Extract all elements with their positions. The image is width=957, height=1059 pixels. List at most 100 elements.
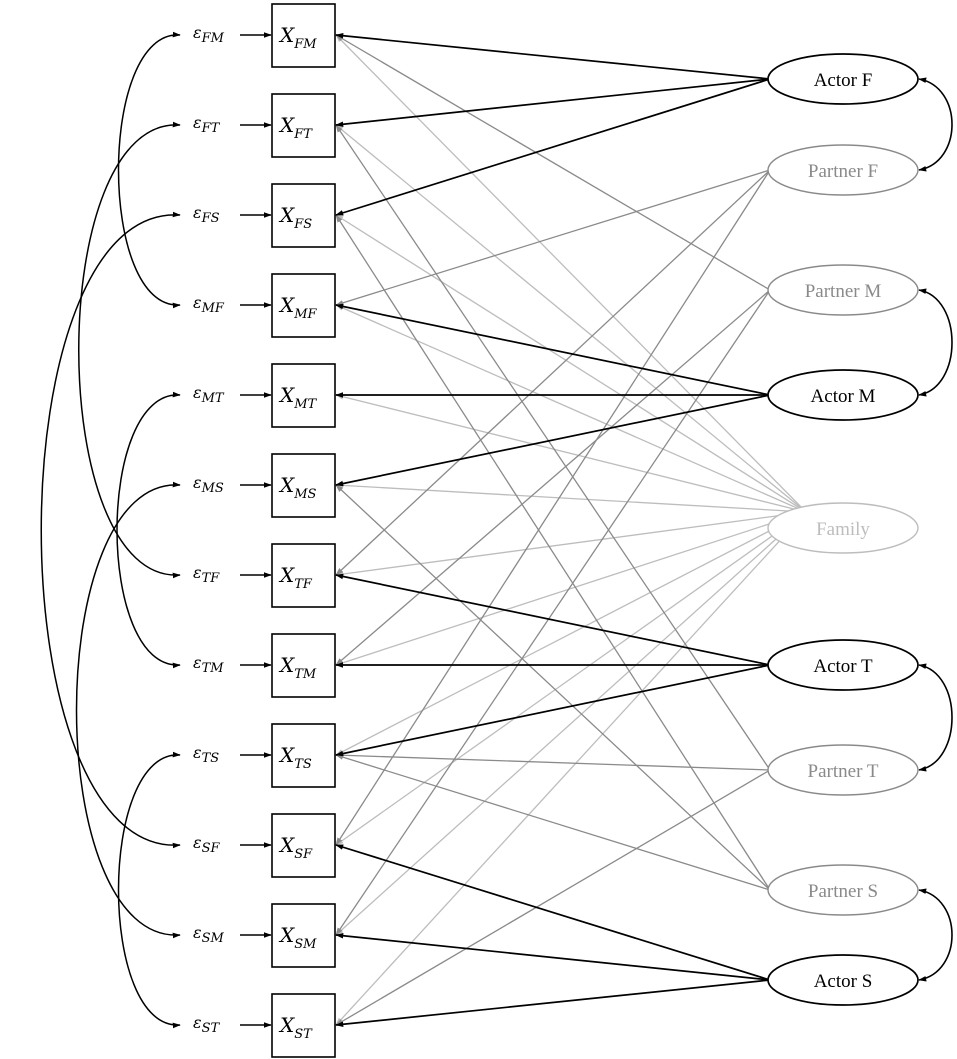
error-term-mt: εMT — [193, 383, 225, 406]
latent-ellipse — [767, 369, 919, 421]
latent-label: Partner M — [805, 281, 882, 302]
error-covariance-fm-mf — [117, 31, 181, 309]
loading-fam-mt — [335, 394, 807, 513]
edges-layer — [40, 31, 953, 1029]
latent-ellipse — [767, 53, 919, 105]
loading-as-st — [335, 979, 771, 1028]
observed-label: XTS — [278, 743, 312, 772]
latent-covariance-ps-as — [918, 888, 953, 982]
observed-variable-fs: XFS — [271, 183, 336, 248]
loading-fam-ts — [335, 511, 807, 756]
latent-covariance-at-pt — [918, 663, 953, 772]
loading-at-ts — [335, 664, 771, 757]
loading-af-fs — [335, 78, 771, 216]
error-term-fs: εFS — [193, 203, 220, 226]
latent-ellipse — [767, 864, 919, 916]
error-covariance-fs-sf — [40, 211, 181, 849]
observed-variable-sm: XSM — [271, 903, 336, 968]
observed-box — [271, 3, 336, 68]
error-term-fm: εFM — [193, 23, 225, 46]
latent-ellipse — [767, 744, 919, 796]
observed-variable-ft: XFT — [271, 93, 336, 158]
error-term-sf: εSF — [193, 833, 220, 856]
latent-label: Actor S — [814, 971, 873, 992]
loading-pt-ts — [335, 752, 771, 771]
observed-box — [271, 453, 336, 518]
observed-box — [271, 363, 336, 428]
loading-fam-tf — [335, 511, 807, 577]
loading-pt-ft — [335, 124, 771, 771]
observed-label: XFS — [278, 203, 312, 232]
observed-label: XST — [278, 1013, 313, 1042]
error-covariance-ft-tf — [78, 121, 181, 579]
observed-box — [271, 723, 336, 788]
observed-label: XSF — [278, 833, 313, 862]
observed-variable-mf: XMF — [271, 273, 336, 338]
observed-box — [271, 813, 336, 878]
loading-ps-ts — [335, 754, 771, 891]
latent-variable-as: Actor S — [767, 954, 919, 1006]
error-term-sm: εSM — [193, 923, 224, 946]
observed-label: XFM — [278, 23, 317, 52]
latent-variable-am: Actor M — [767, 369, 919, 421]
error-covariance-ms-sm — [75, 481, 181, 939]
observed-variable-tm: XTM — [271, 633, 336, 698]
loading-pm-fm — [335, 34, 771, 291]
latent-label: Actor M — [811, 386, 876, 407]
observed-box — [271, 183, 336, 248]
error-term-ts: εTS — [193, 743, 219, 766]
latent-variable-at: Actor T — [767, 639, 919, 691]
latent-variable-fam: Family — [767, 502, 919, 554]
latent-label: Partner T — [808, 761, 879, 782]
observed-variable-tf: XTF — [271, 543, 336, 608]
observed-box — [271, 93, 336, 158]
latent-label: Partner F — [808, 161, 878, 182]
latent-ellipse — [767, 264, 919, 316]
observed-label: XMT — [278, 383, 318, 412]
latent-ellipse — [767, 502, 919, 554]
error-covariance-mt-tm — [116, 391, 181, 669]
latent-ellipse — [767, 144, 919, 196]
observed-box — [271, 543, 336, 608]
observed-box — [271, 273, 336, 338]
observed-label: XMF — [278, 293, 318, 322]
loading-fam-mf — [335, 304, 807, 513]
observed-variable-st: XST — [271, 993, 336, 1058]
loading-pf-sf — [335, 169, 771, 846]
observed-box — [271, 903, 336, 968]
error-term-ft: εFT — [193, 113, 221, 136]
observed-variable-ms: XMS — [271, 453, 336, 518]
latent-variable-pm: Partner M — [767, 264, 919, 316]
loading-as-sf — [335, 844, 771, 981]
loading-fam-st — [335, 511, 807, 1026]
latent-ellipse — [767, 954, 919, 1006]
observed-label: XSM — [278, 923, 317, 952]
loading-am-ms — [335, 394, 771, 487]
loading-af-fm — [335, 32, 771, 80]
loading-fam-fs — [335, 214, 807, 513]
latent-label: Family — [816, 519, 870, 540]
latent-variable-ps: Partner S — [767, 864, 919, 916]
observed-label: XTF — [278, 563, 313, 592]
observed-variable-ts: XTS — [271, 723, 336, 788]
observed-variable-sf: XSF — [271, 813, 336, 878]
error-term-tm: εTM — [193, 653, 224, 676]
observed-box — [271, 993, 336, 1058]
loading-pf-mf — [335, 169, 771, 306]
observed-box — [271, 633, 336, 698]
latent-label: Actor T — [813, 656, 873, 677]
latent-ellipse — [767, 639, 919, 691]
latent-variable-pt: Partner T — [767, 744, 919, 796]
loading-pm-sm — [335, 289, 771, 936]
loading-ps-ms — [335, 484, 771, 891]
loading-af-ft — [335, 78, 771, 128]
observed-variable-fm: XFM — [271, 3, 336, 68]
observed-label: XFT — [278, 113, 313, 142]
nodes-layer: XFMεFMXFTεFTXFSεFSXMFεMFXMTεMTXMSεMSXTFε… — [193, 3, 919, 1058]
loading-fam-ms — [335, 482, 807, 513]
observed-variable-mt: XMT — [271, 363, 336, 428]
loading-am-mf — [335, 303, 771, 396]
latent-covariance-af-pf — [918, 77, 953, 172]
latent-variable-af: Actor F — [767, 53, 919, 105]
